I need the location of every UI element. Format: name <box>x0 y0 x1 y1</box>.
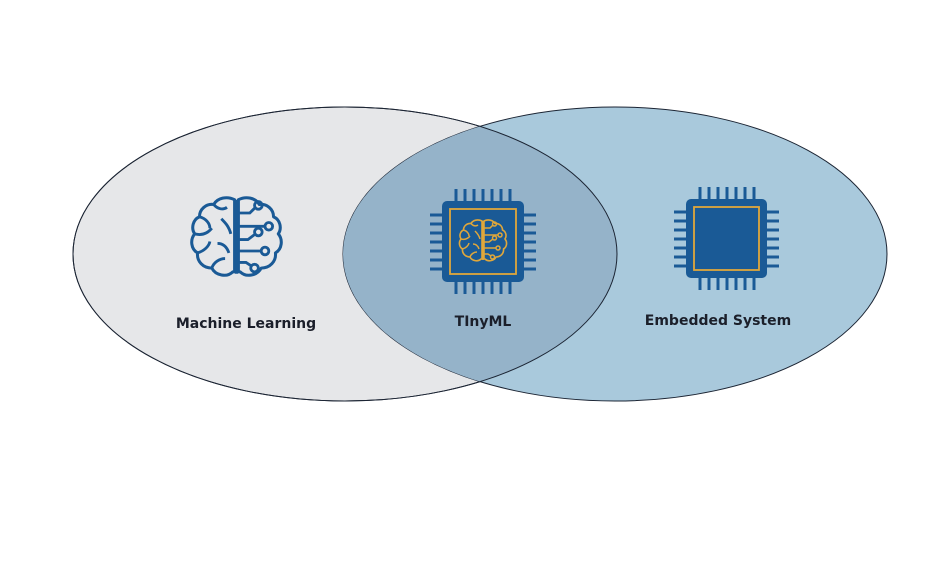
machine-learning-label: Machine Learning <box>176 316 316 332</box>
microchip-icon <box>674 187 779 290</box>
chip-with-brain-icon <box>430 189 536 294</box>
tinyml-label: TInyML <box>455 314 512 330</box>
embedded-system-label: Embedded System <box>645 313 791 329</box>
tinyml-intersection <box>343 107 617 401</box>
